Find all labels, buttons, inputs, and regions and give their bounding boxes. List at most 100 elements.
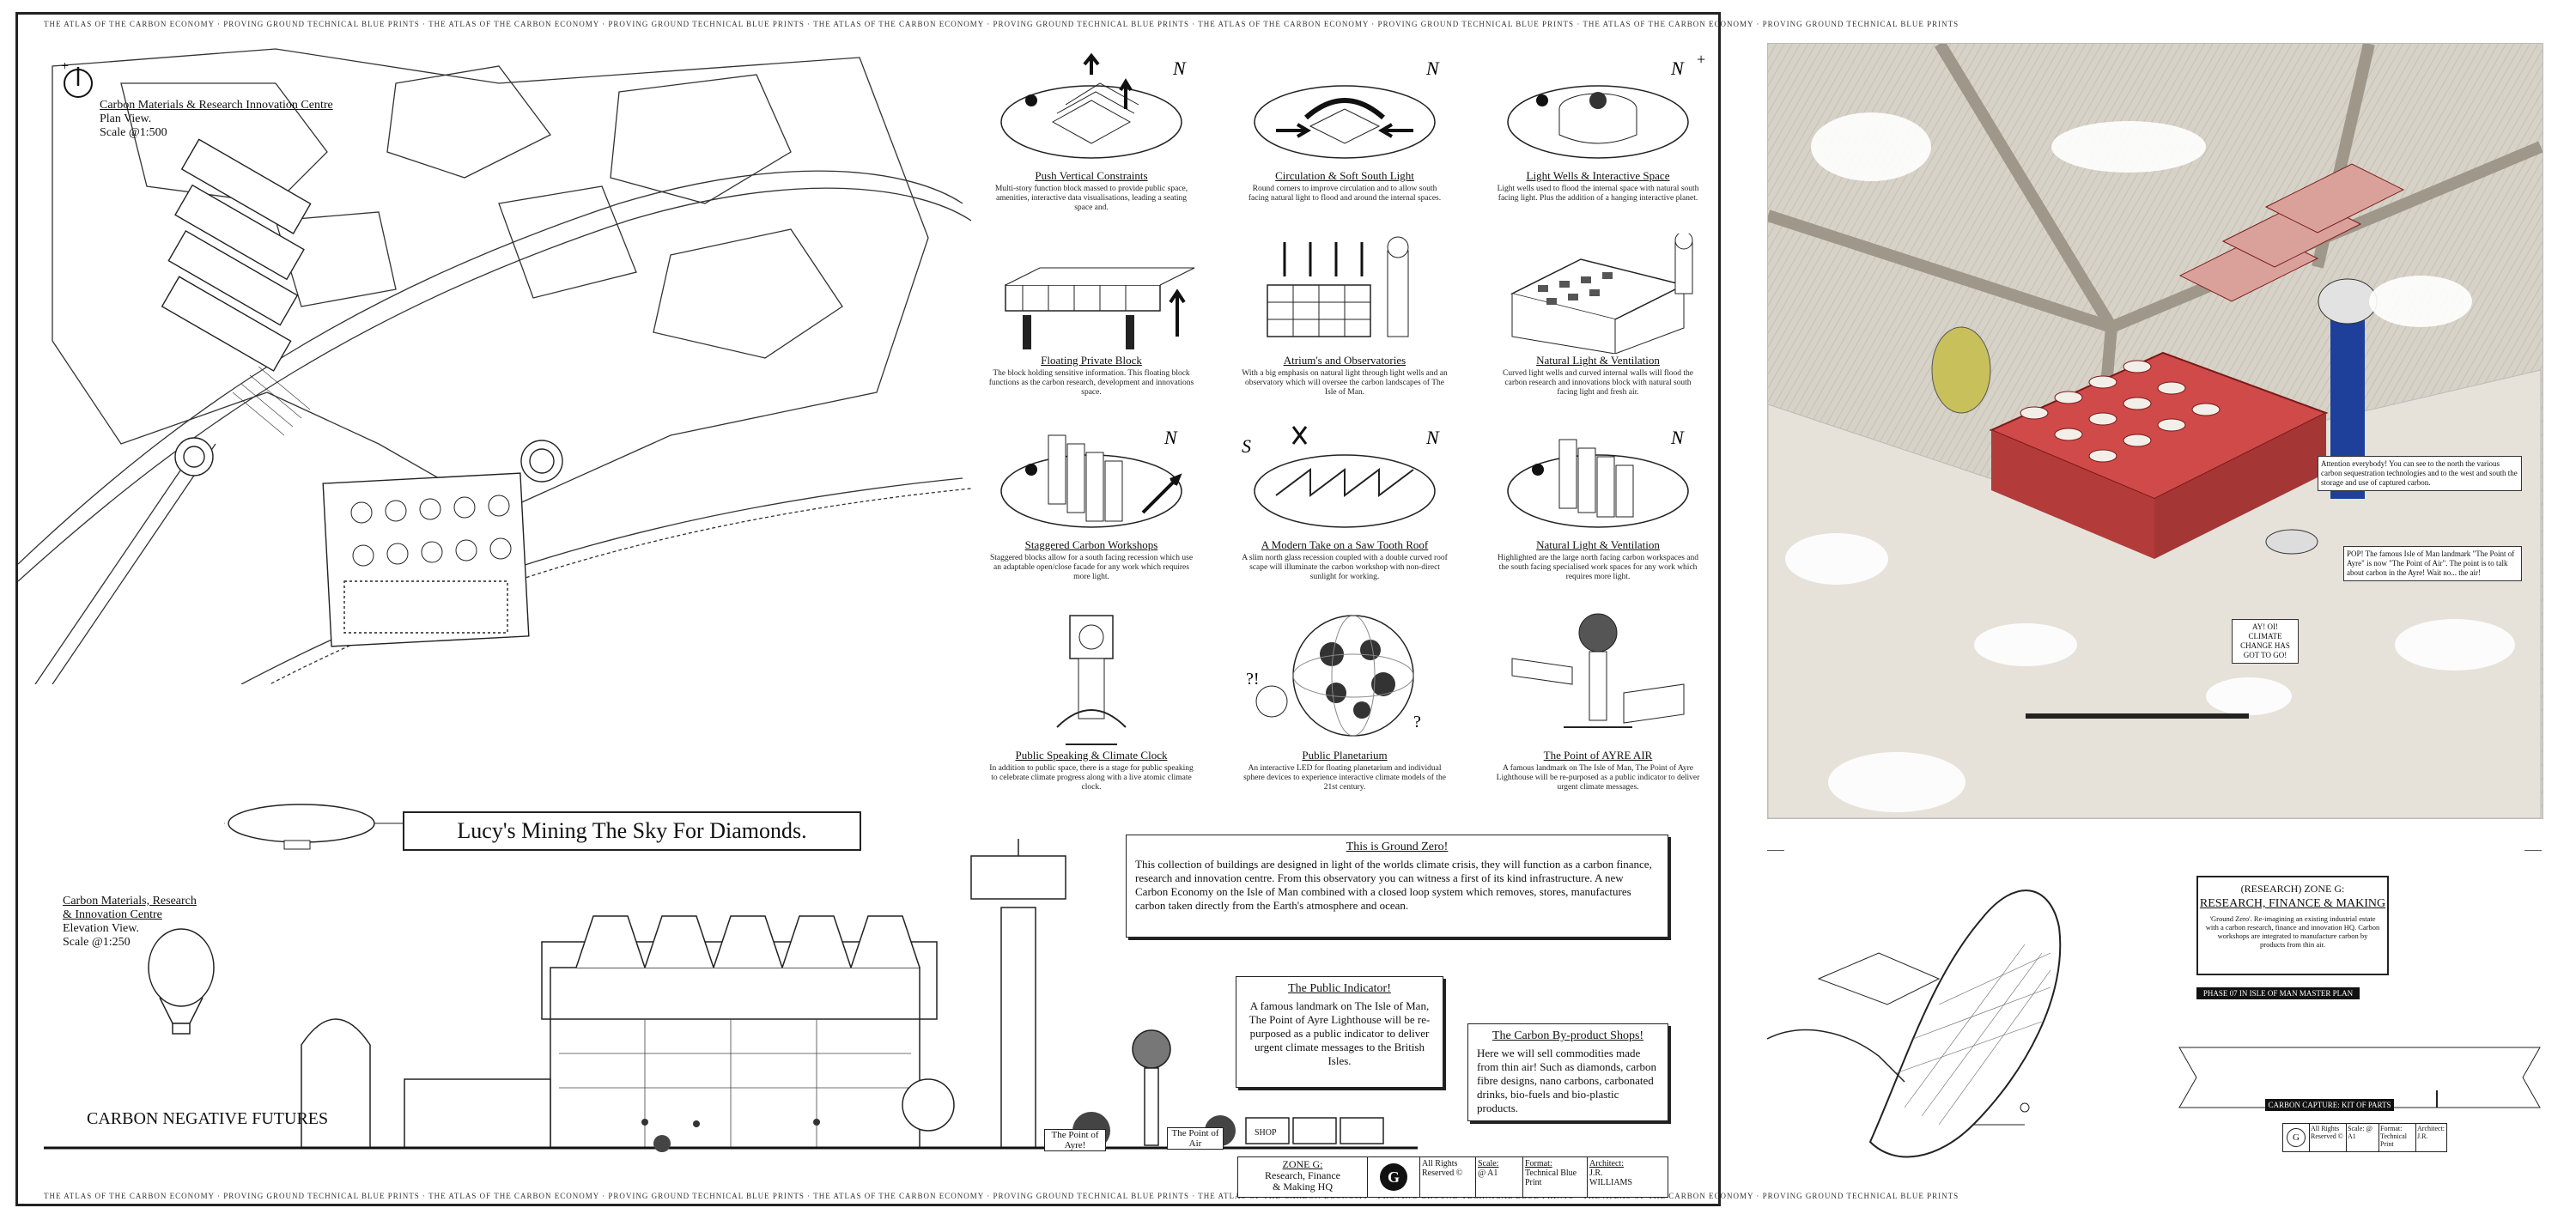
diagram-title: Circulation & Soft South Light (1275, 169, 1414, 182)
public-indicator-body: A famous landmark on The Isle of Man, Th… (1249, 999, 1431, 1067)
diagram-atrium-icon (1267, 236, 1409, 337)
diagram-push-vertical-icon: N (1000, 52, 1187, 159)
byproduct-shops-callout: The Carbon By-product Shops! Here we wil… (1467, 1023, 1668, 1121)
plan-scale: Scale @1:500 (100, 126, 167, 139)
diagram-cell: Floating Private Block The block holding… (971, 234, 1212, 405)
tb-rights: All Rights Reserved © (1420, 1157, 1476, 1197)
technical-sheet: THE ATLAS OF THE CARBON ECONOMY · PROVIN… (15, 12, 1958, 1206)
diagram-body: Curved light wells and curved internal w… (1503, 369, 1693, 397)
tb-zone-name-2: & Making HQ (1273, 1181, 1333, 1193)
zone-tb-rights: All Rights Reserved © (2310, 1124, 2347, 1151)
sign-shop: SHOP (1255, 1128, 1277, 1138)
ground-zero-title: This is Ground Zero! (1346, 841, 1449, 853)
aerial-view: Attention everybody! You can see to the … (1767, 43, 2543, 819)
diagram-planetarium-icon: ?!? (1246, 615, 1421, 737)
svg-text:N: N (1172, 58, 1187, 79)
tb-architect-label: Architect: (1589, 1159, 1624, 1168)
diagram-floating-block-icon (1005, 267, 1195, 349)
g-logo-small-icon: G (2287, 1128, 2306, 1147)
diagram-cell: N Staggered Carbon Workshops Staggered b… (971, 418, 1212, 590)
zone-panel-box: (RESEARCH) ZONE G: RESEARCH, FINANCE & M… (2196, 876, 2389, 975)
diagram-title: Natural Light & Ventilation (1536, 354, 1660, 367)
tb-scale-label: Scale: (1478, 1159, 1499, 1168)
public-indicator-callout: The Public Indicator! A famous landmark … (1236, 976, 1443, 1088)
tb-format: Format:Technical Blue Print (1523, 1157, 1588, 1197)
plan-drawing (18, 48, 972, 684)
elevation-title-line2: & Innovation Centre (63, 908, 162, 921)
zone-panel: (RESEARCH) ZONE G: RESEARCH, FINANCE & M… (1767, 850, 2542, 1176)
diagram-title: The Point of AYRE AIR (1543, 749, 1653, 762)
diagram-cell: ?!? Public Planetarium An interactive LE… (1224, 607, 1465, 796)
diagram-cell: Natural Light & Ventilation Curved light… (1478, 231, 1718, 405)
zone-subtitle: (RESEARCH) ZONE G: (2240, 883, 2345, 895)
elevation-view: Elevation View. (63, 922, 139, 935)
diagram-body: Multi-story function block massed to pro… (994, 185, 1188, 212)
sign-point-of-ayre: The Point of Ayre! (1044, 1129, 1106, 1151)
diagram-title: A Modern Take on a Saw Tooth Roof (1261, 538, 1429, 551)
svg-text:S: S (1242, 435, 1251, 457)
elevation-title-line1: Carbon Materials, Research (63, 895, 197, 907)
tb-architect: Architect:J.R.WILLIAMS (1588, 1157, 1668, 1197)
isle-of-man-map (1767, 850, 2542, 1158)
diagram-title: Light Wells & Interactive Space (1526, 169, 1670, 182)
diagram-cell: N+ Light Wells & Interactive Space Light… (1478, 49, 1718, 221)
diagram-grid: N Push Vertical Constraints Multi-story … (971, 49, 1727, 822)
ground-zero-body: This collection of buildings are designe… (1135, 858, 1652, 912)
diagram-cell: N Push Vertical Constraints Multi-story … (971, 49, 1212, 221)
elevation-title: Carbon Materials, Research & Innovation … (63, 895, 197, 950)
ground-label: CARBON NEGATIVE FUTURES (87, 1109, 329, 1128)
diagram-natural-light-icon (1510, 231, 1693, 355)
diagram-natural-light-2-icon: N (1507, 427, 1689, 528)
diagram-body: Staggered blocks allow for a south facin… (989, 554, 1194, 581)
sign-point-of-air: The Point of Air (1167, 1127, 1224, 1150)
diagram-body: The block holding sensitive information.… (988, 369, 1194, 397)
tb-format-label: Format: (1525, 1159, 1552, 1168)
diagram-title: Public Planetarium (1302, 749, 1388, 762)
tb-format-value: Technical Blue Print (1525, 1168, 1577, 1187)
zone-tb-logo: G (2283, 1124, 2310, 1151)
zone-title-block: G All Rights Reserved © Scale: @ A1 Form… (2282, 1123, 2447, 1152)
tb-architect-initials: J.R. (1589, 1168, 1603, 1178)
svg-text:N: N (1670, 58, 1685, 79)
tb-scale: Scale:@ A1 (1476, 1157, 1523, 1197)
tb-logo-letter: G (1387, 1168, 1400, 1186)
plan-title-name: Carbon Materials & Research Innovation C… (100, 99, 333, 112)
zone-tb-architect: Architect: J.R. (2417, 1125, 2445, 1140)
kit-label: CARBON CAPTURE: KIT OF PARTS (2265, 1099, 2394, 1111)
svg-text:N: N (1425, 427, 1440, 448)
byproduct-shops-title: The Carbon By-product Shops! (1492, 1029, 1644, 1042)
plan-view: Plan View. (100, 112, 152, 125)
aerial-callout-2: POP! The famous Isle of Man landmark "Th… (2343, 546, 2522, 581)
diagram-cell: Atrium's and Observatories With a big em… (1224, 234, 1465, 405)
diagram-cell: N Natural Light & Ventilation Highlighte… (1478, 418, 1718, 590)
diagram-body: With a big emphasis on natural light thr… (1242, 369, 1448, 397)
zone-tb-letter: G (2293, 1132, 2300, 1143)
diagram-staggered-workshops-icon: N (1000, 427, 1182, 528)
tb-zone-label: ZONE G: (1282, 1158, 1323, 1170)
diagram-climate-clock-icon (1056, 615, 1127, 745)
tb-scale-value: @ A1 (1478, 1168, 1498, 1178)
border-text-top: THE ATLAS OF THE CARBON ECONOMY · PROVIN… (44, 20, 1959, 28)
diagram-title: Natural Light & Ventilation (1536, 538, 1660, 551)
tb-zone-name-1: Research, Finance (1265, 1169, 1340, 1181)
public-indicator-title: The Public Indicator! (1288, 982, 1391, 995)
svg-text:N: N (1163, 427, 1178, 448)
banner: Lucy's Mining The Sky For Diamonds. (403, 811, 861, 851)
diagram-body: Round corners to improve circulation and… (1248, 185, 1442, 203)
svg-text:+: + (1697, 51, 1705, 68)
aerial-callout-3: AY! OI! CLIMATE CHANGE HAS GOT TO GO! (2232, 619, 2299, 664)
diagram-title: Atrium's and Observatories (1283, 354, 1406, 367)
elevation-scale: Scale @1:250 (63, 936, 131, 949)
aerial-illustration (1768, 44, 2543, 818)
diagram-body: Highlighted are the large north facing c… (1497, 554, 1699, 581)
byproduct-shops-body: Here we will sell commodities made from … (1477, 1047, 1657, 1114)
svg-text:N: N (1425, 58, 1440, 79)
svg-text:?!: ?! (1246, 670, 1260, 689)
tb-logo: G (1368, 1157, 1420, 1197)
diagram-body: A famous landmark on The Isle of Man, Th… (1496, 764, 1700, 792)
plan-title: Carbon Materials & Research Innovation C… (100, 99, 333, 140)
diagram-lighthouse-icon (1511, 613, 1685, 728)
ground-zero-callout: This is Ground Zero! This collection of … (1126, 835, 1668, 938)
